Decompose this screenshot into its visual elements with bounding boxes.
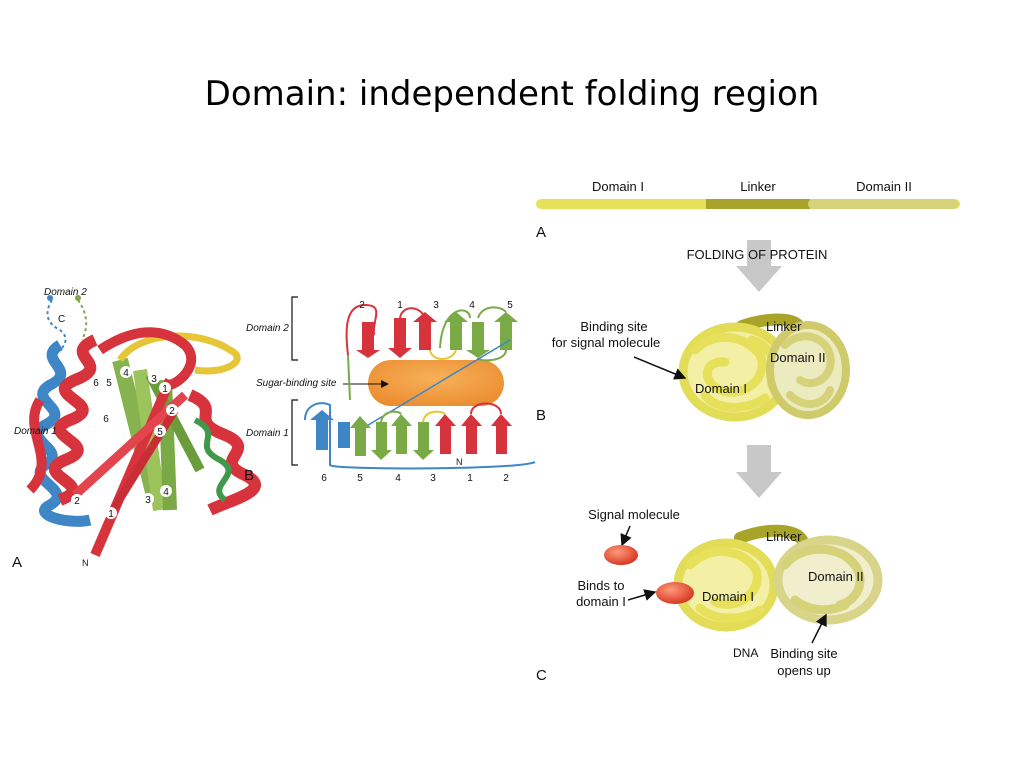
- topology-number: 1: [397, 300, 403, 311]
- signal-molecule-label: Signal molecule: [588, 507, 680, 522]
- topology-number: 5: [357, 473, 363, 484]
- n-terminus-label: N: [82, 558, 89, 568]
- bar-linker-label: Linker: [740, 179, 776, 194]
- topology-number: 3: [433, 300, 439, 311]
- domain1-b-label: Domain I: [695, 381, 747, 396]
- topology-domain1-label: Domain 1: [246, 428, 289, 439]
- domain2-c-label: Domain II: [808, 569, 864, 584]
- domain-bar-diagram: Domain I Linker Domain II A: [536, 179, 960, 241]
- domain2-segment: [808, 199, 958, 209]
- linker-c: [734, 524, 808, 546]
- left-panel-b-label: B: [244, 467, 254, 484]
- slide-title: Domain: independent folding region: [204, 74, 820, 114]
- strand-label: 3: [145, 495, 151, 506]
- sugar-binding-site: [368, 360, 504, 406]
- topology-number: 3: [430, 473, 436, 484]
- topology-n-terminus: N: [456, 457, 463, 467]
- activation-arrow: [736, 445, 782, 498]
- activated-protein-c: Signal molecule Linker Domain II Domain …: [536, 507, 883, 684]
- domain1-c-label: Domain I: [702, 589, 754, 604]
- right-panel-a-label: A: [536, 224, 546, 241]
- folding-caption: FOLDING OF PROTEIN: [687, 247, 828, 262]
- strand-label: 3: [151, 374, 157, 385]
- dna-label: DNA: [733, 646, 758, 660]
- strand-label: 1: [162, 384, 168, 395]
- topology-bottom-numbers: 6 5 4 3 1 2: [321, 473, 509, 484]
- domain2-b-label: Domain II: [770, 350, 826, 365]
- binding-opens-label-line1: Binding site: [770, 646, 837, 661]
- topology-number: 6: [321, 473, 327, 484]
- strand-label: 4: [123, 368, 129, 379]
- right-panel-c-label: C: [536, 667, 547, 684]
- topology-number: 4: [395, 473, 401, 484]
- domain1-blob-c: [673, 538, 779, 632]
- ribbon-diagram: 6 5 4 3 1 2 6 5 2 1 2 3 4 1 Domain 2 C D…: [12, 287, 261, 571]
- folding-arrow: [736, 240, 782, 292]
- strand-label: 5: [106, 378, 112, 389]
- ribbon-domain2-label: Domain 2: [44, 287, 87, 298]
- binding-opens-label-line2: opens up: [777, 663, 831, 678]
- strand-label: 1: [108, 509, 114, 520]
- binds-to-label-line2: domain I: [576, 594, 626, 609]
- signal-molecule: [604, 545, 638, 565]
- binding-site-label-line2: for signal molecule: [552, 335, 660, 350]
- topology-top-numbers: 2 1 3 4 5: [359, 300, 513, 311]
- strand-label: 6: [103, 414, 109, 425]
- domain2-blob-b: [766, 321, 850, 419]
- topology-number: 5: [507, 300, 513, 311]
- strand-label: 2: [74, 496, 80, 507]
- linker-segment: [706, 199, 810, 209]
- left-panel-a-label: A: [12, 554, 22, 571]
- binding-site-label-line1: Binding site: [580, 319, 647, 334]
- topology-number: 4: [469, 300, 475, 311]
- right-panel-b-label: B: [536, 407, 546, 424]
- topology-number: 1: [467, 473, 473, 484]
- linker-b-label: Linker: [766, 319, 802, 334]
- topology-domain2-label: Domain 2: [246, 323, 289, 334]
- topology-number: 2: [359, 300, 365, 311]
- bound-signal-molecule: [656, 582, 694, 604]
- sugar-site-label: Sugar-binding site: [256, 378, 337, 389]
- c-terminus-label: C: [58, 314, 65, 325]
- strand-label: 5: [157, 427, 163, 438]
- strand-number-badges: 6 5 4 3 1 2 6 5 2 1 2 3 4 1: [71, 366, 178, 520]
- binds-to-label-line1: Binds to: [578, 578, 625, 593]
- strand-label: 2: [169, 406, 175, 417]
- topology-number: 2: [503, 473, 509, 484]
- domain2-blob-c: [773, 535, 883, 625]
- strand-label: 6: [93, 378, 99, 389]
- linker-c-label: Linker: [766, 529, 802, 544]
- topology-diagram: Domain 2 Domain 1 Sugar-binding site 2 1…: [244, 296, 536, 484]
- ribbon-domain1-label: Domain 1: [14, 426, 57, 437]
- bar-domain2-label: Domain II: [856, 179, 912, 194]
- folded-protein-b: Linker Domain II Domain I Binding site f…: [536, 313, 850, 424]
- strand-label: 4: [163, 487, 169, 498]
- bar-domain1-label: Domain I: [592, 179, 644, 194]
